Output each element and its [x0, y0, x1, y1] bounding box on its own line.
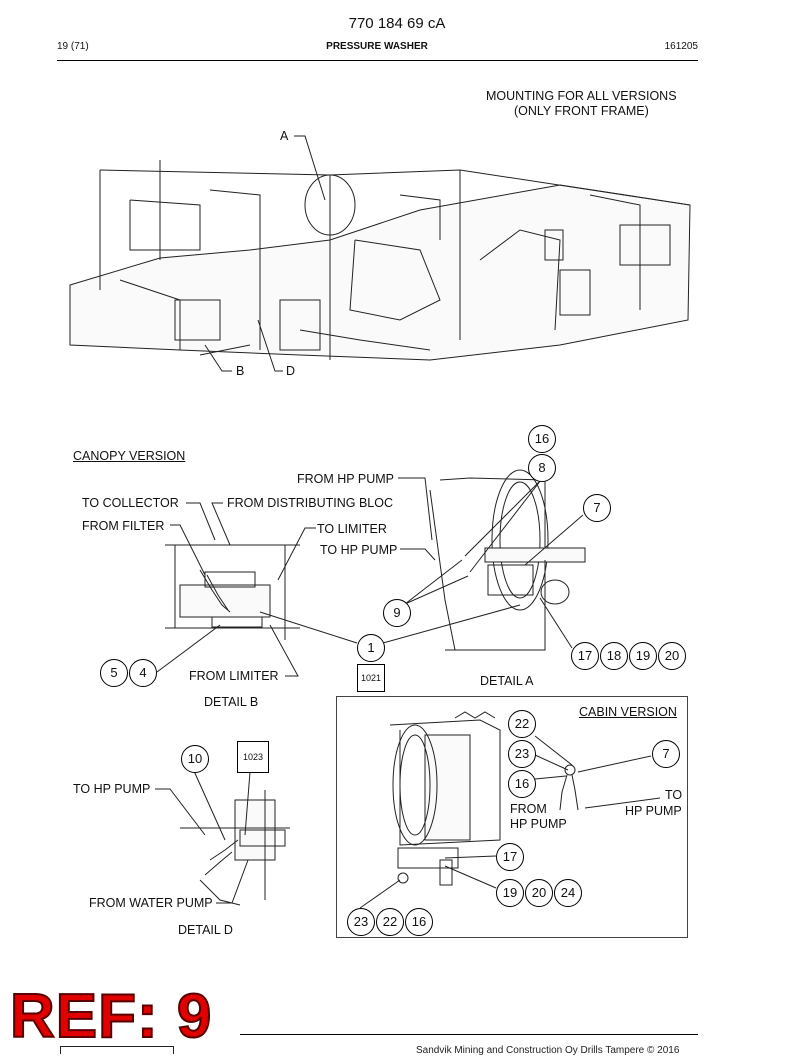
- label-to-collector: TO COLLECTOR: [82, 496, 179, 510]
- leader-from-limiter: [269, 624, 299, 677]
- leader-cabin-19-24: [444, 865, 497, 889]
- callout-1: 1: [357, 634, 385, 662]
- callout-10: 10: [181, 745, 209, 773]
- detail-d-title: DETAIL D: [178, 923, 233, 937]
- leader-17-20: [539, 597, 573, 649]
- cabin-callout-19: 19: [496, 879, 524, 907]
- leader-to-collector: [186, 502, 216, 541]
- cabin-callout-20: 20: [525, 879, 553, 907]
- leader-cabin-22: [534, 735, 573, 766]
- callout-20: 20: [658, 642, 686, 670]
- cabin-callout-17: 17: [496, 843, 524, 871]
- cabin-to-label: TO: [665, 788, 683, 802]
- ref-stamp: REF: 9: [9, 982, 213, 1051]
- canopy-version-title: CANOPY VERSION: [73, 449, 186, 463]
- leader-8a: [464, 479, 542, 557]
- callout-9: 9: [383, 599, 411, 627]
- label-from-distributing-bloc: FROM DISTRIBUTING BLOC: [227, 496, 393, 510]
- leader-cabin-to-hp: [584, 797, 661, 809]
- document-number: 770 184 69 cA: [348, 15, 446, 32]
- leader-1023: [244, 771, 251, 836]
- callout-19: 19: [629, 642, 657, 670]
- cabin-callout-24: 24: [554, 879, 582, 907]
- callout-a: A: [280, 129, 289, 143]
- cabin-callout-23-bottom: 23: [347, 908, 375, 936]
- leader-a: [294, 135, 326, 201]
- cabin-callout-22: 22: [508, 710, 536, 738]
- mounting-note-line2: (ONLY FRONT FRAME): [514, 104, 649, 118]
- leader-5-4: [156, 624, 221, 673]
- page-indicator: 19 (71): [57, 41, 89, 52]
- detail-b-title: DETAIL B: [204, 695, 259, 709]
- detail-d-drawing: [180, 790, 290, 906]
- callout-8: 8: [528, 454, 556, 482]
- company-logo: [60, 1046, 174, 1054]
- label-to-hp-pump: TO HP PUMP: [320, 543, 398, 557]
- document-code: 161205: [664, 41, 698, 52]
- label-from-filter: FROM FILTER: [82, 519, 165, 533]
- footer-rule: [240, 1034, 698, 1035]
- leader-to-hp-pump: [400, 548, 436, 561]
- callout-d: D: [286, 364, 296, 378]
- leader-9b: [404, 575, 469, 605]
- detail-d-from-water-pump: FROM WATER PUMP: [89, 896, 213, 910]
- leader-cabin-7: [577, 755, 652, 773]
- detail-d-to-hp-pump: TO HP PUMP: [73, 782, 151, 796]
- label-from-hp-pump: FROM HP PUMP: [297, 472, 394, 486]
- label-to-limiter: TO LIMITER: [317, 522, 387, 536]
- leader-cabin-23b: [359, 879, 401, 909]
- leader-cabin-17: [444, 855, 497, 859]
- cabin-version-frame: [336, 696, 688, 938]
- leader-7: [524, 514, 584, 566]
- mounting-note-line1: MOUNTING FOR ALL VERSIONS: [486, 89, 677, 103]
- callout-5: 5: [100, 659, 128, 687]
- callout-17: 17: [571, 642, 599, 670]
- leader-from-filter: [170, 524, 206, 576]
- cabin-to-hp-pump-label: HP PUMP: [625, 804, 682, 818]
- leader-b: [204, 344, 232, 372]
- reference-box-1021: 1021: [357, 664, 385, 692]
- callout-b: B: [236, 364, 245, 378]
- leader-cabin-16: [534, 775, 567, 780]
- footer-copyright: Sandvik Mining and Construction Oy Drill…: [416, 1045, 680, 1056]
- callout-18: 18: [600, 642, 628, 670]
- callout-4: 4: [129, 659, 157, 687]
- cabin-from-label: FROM: [510, 802, 547, 816]
- cabin-from-hp-pump-label: HP PUMP: [510, 817, 567, 831]
- main-frame-drawing: [69, 160, 691, 361]
- label-from-limiter: FROM LIMITER: [189, 669, 279, 683]
- leader-10: [193, 770, 226, 841]
- detail-a-title: DETAIL A: [480, 674, 534, 688]
- leader-d: [257, 319, 283, 372]
- leader-9a: [404, 559, 463, 605]
- leader-1-right: [382, 604, 521, 644]
- leader-from-hp-pump: [398, 477, 433, 541]
- cabin-callout-7: 7: [652, 740, 680, 768]
- cabin-version-title: CABIN VERSION: [579, 705, 677, 719]
- leader-d-from-water-pump: [216, 859, 249, 904]
- cabin-version-drawing: [389, 711, 579, 886]
- cabin-callout-23: 23: [508, 740, 536, 768]
- leader-cabin-23: [534, 754, 569, 771]
- leader-to-limiter: [277, 527, 316, 581]
- leader-from-distributing-bloc: [211, 502, 231, 546]
- header-rule: [57, 60, 698, 61]
- leader-8b: [469, 479, 542, 573]
- cabin-callout-16: 16: [508, 770, 536, 798]
- page-title: PRESSURE WASHER: [326, 41, 428, 52]
- leader-1-left: [259, 611, 358, 644]
- cabin-callout-16-bottom: 16: [405, 908, 433, 936]
- reference-box-1023: 1023: [237, 741, 269, 773]
- leader-d-to-hp-pump: [155, 788, 206, 836]
- detail-b-drawing: [165, 544, 300, 640]
- callout-7: 7: [583, 494, 611, 522]
- callout-16: 16: [528, 425, 556, 453]
- cabin-callout-22-bottom: 22: [376, 908, 404, 936]
